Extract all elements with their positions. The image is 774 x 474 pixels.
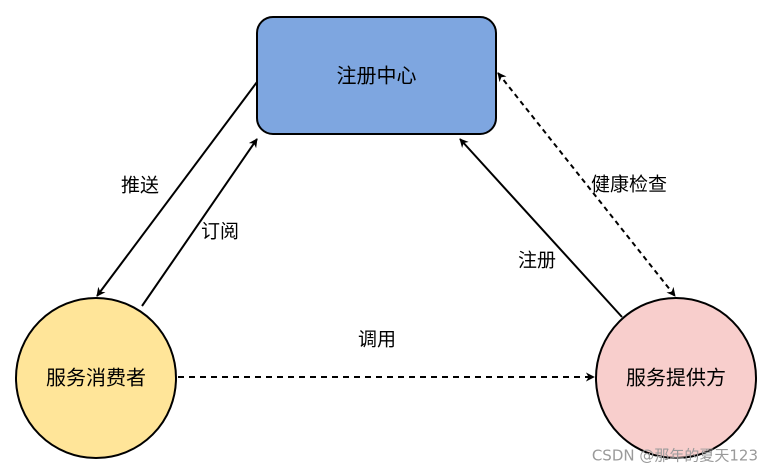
subscribe-label: 订阅	[201, 221, 239, 243]
registry-node: 注册中心	[256, 16, 497, 135]
provider-node: 服务提供方	[595, 297, 757, 459]
subscribe-arrow	[141, 138, 258, 307]
registry-box	[256, 16, 497, 135]
register-arrow	[459, 138, 623, 318]
invoke-label: 调用	[358, 329, 396, 351]
provider-label: 服务提供方	[626, 366, 726, 390]
register-label: 注册	[518, 250, 556, 272]
watermark-text: CSDN @那年的夏天123	[592, 447, 758, 465]
consumer-label: 服务消费者	[46, 366, 146, 390]
provider-circle	[595, 297, 757, 459]
health-check-arrow	[497, 72, 676, 297]
push-label: 推送	[121, 175, 159, 197]
consumer-circle	[15, 297, 177, 459]
push-arrow	[96, 81, 258, 297]
health-check-label: 健康检查	[591, 174, 667, 196]
registry-label: 注册中心	[337, 64, 417, 88]
consumer-node: 服务消费者	[15, 297, 177, 459]
